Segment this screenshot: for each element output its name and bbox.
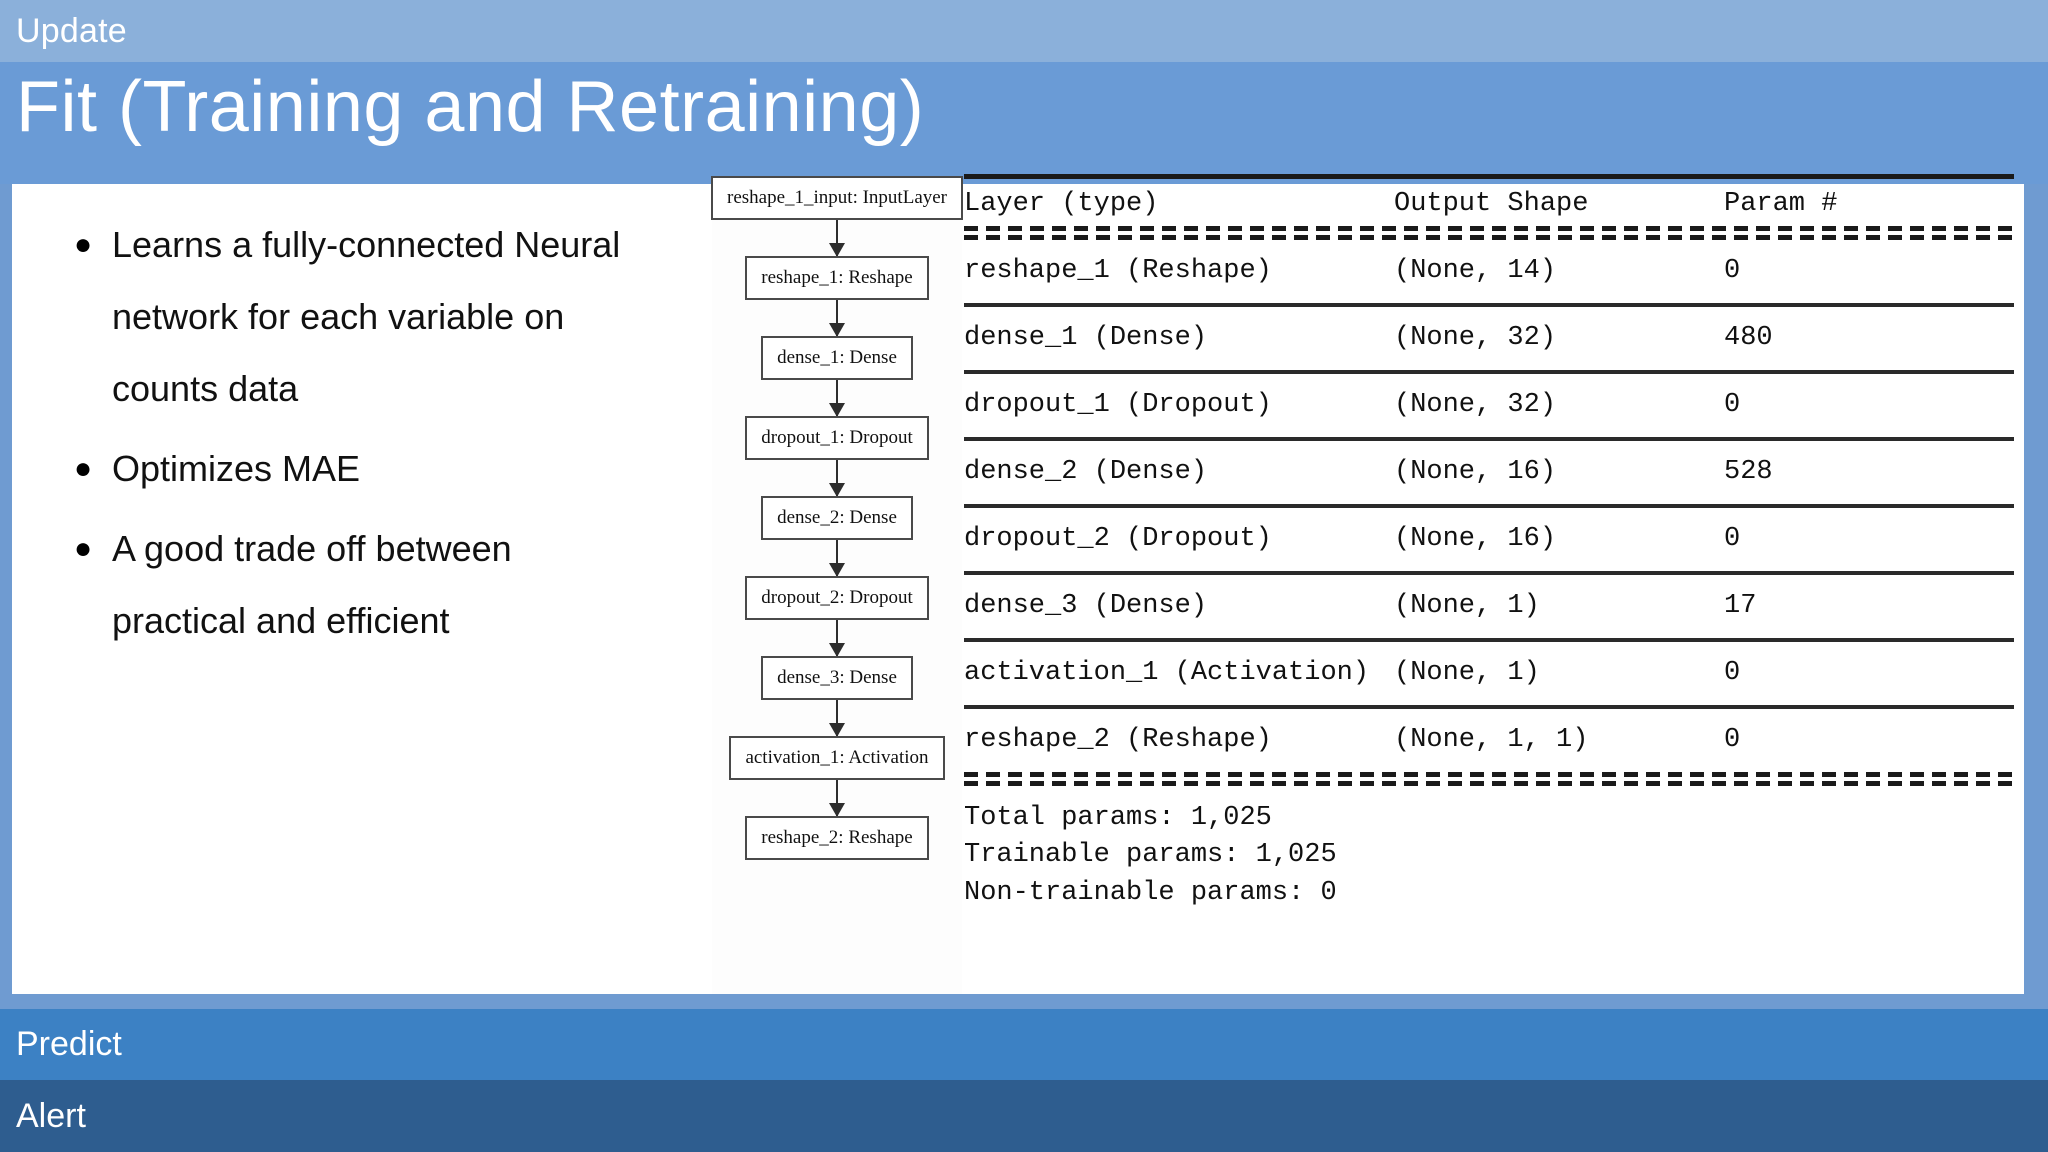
topbar-label: Update [16, 11, 127, 50]
divider [964, 370, 2014, 375]
bullet-dot-icon: ● [74, 452, 93, 485]
table-row: dense_1 (Dense) (None, 32) 480 [964, 307, 2014, 370]
flow-arrow-icon [829, 220, 845, 257]
table-row: reshape_1 (Reshape) (None, 14) 0 [964, 240, 2014, 303]
bottom-bar-predict-label: Predict [16, 1025, 122, 1063]
bullet-list: ● Learns a fully-connected Neural networ… [52, 209, 652, 665]
column-header-param: Param # [1724, 189, 1838, 219]
cell-param: 17 [1724, 591, 1757, 622]
cell-layer: dense_2 (Dense) [964, 457, 1208, 488]
list-item: ● A good trade off between practical and… [52, 513, 652, 657]
cell-layer: dropout_1 (Dropout) [964, 390, 1272, 421]
flow-arrow-icon [829, 700, 845, 737]
table-row: activation_1 (Activation) (None, 1) 0 [964, 642, 2014, 705]
table-row: dense_2 (Dense) (None, 16) 528 [964, 441, 2014, 504]
non-trainable-params: Non-trainable params: 0 [964, 877, 1337, 908]
model-summary: Layer (type) Output Shape Param # reshap… [964, 174, 2014, 912]
bottom-bar-alert[interactable]: Alert [0, 1080, 2048, 1152]
cell-layer: reshape_1 (Reshape) [964, 256, 1272, 287]
cell-param: 0 [1724, 256, 1741, 287]
summary-header-row: Layer (type) Output Shape Param # [964, 179, 2014, 226]
column-header-output: Output Shape [1394, 189, 1589, 219]
cell-param: 0 [1724, 725, 1741, 756]
page-title: Fit (Training and Retraining) [16, 67, 925, 147]
cell-param: 0 [1724, 390, 1741, 421]
divider [964, 437, 2014, 442]
cell-output: (None, 14) [1394, 256, 1557, 287]
divider [964, 571, 2014, 576]
flow-node: dense_3: Dense [761, 656, 913, 700]
cell-output: (None, 1) [1394, 658, 1540, 689]
flow-arrow-icon [829, 540, 845, 577]
bar-gap [0, 994, 2048, 1009]
flow-arrow-icon [829, 300, 845, 337]
cell-output: (None, 1, 1) [1394, 725, 1589, 756]
model-flowchart: reshape_1_input: InputLayer reshape_1: R… [711, 176, 964, 996]
column-header-layer: Layer (type) [964, 189, 1159, 219]
flow-arrow-icon [829, 620, 845, 657]
flow-node: activation_1: Activation [729, 736, 945, 780]
flow-node: reshape_1_input: InputLayer [711, 176, 964, 220]
table-row: dropout_1 (Dropout) (None, 32) 0 [964, 374, 2014, 437]
table-row: dense_3 (Dense) (None, 1) 17 [964, 575, 2014, 638]
bullet-text: Optimizes MAE [112, 448, 361, 489]
flow-arrow-icon [829, 460, 845, 497]
divider-double [964, 226, 2014, 241]
divider-double [964, 772, 2014, 787]
cell-output: (None, 32) [1394, 390, 1557, 421]
cell-layer: dense_3 (Dense) [964, 591, 1208, 622]
bullet-text: A good trade off between practical and e… [112, 528, 512, 641]
bullet-dot-icon: ● [74, 228, 93, 261]
content-card: ● Learns a fully-connected Neural networ… [12, 174, 2024, 996]
cell-output: (None, 16) [1394, 524, 1557, 555]
divider [964, 303, 2014, 308]
cell-layer: activation_1 (Activation) [964, 658, 1370, 689]
flow-node: dropout_2: Dropout [745, 576, 929, 620]
flow-arrow-icon [829, 380, 845, 417]
bottom-bar-alert-label: Alert [16, 1096, 86, 1135]
flow-node: reshape_1: Reshape [745, 256, 929, 300]
cell-param: 0 [1724, 658, 1741, 689]
cell-layer: reshape_2 (Reshape) [964, 725, 1272, 756]
flow-arrow-icon [829, 780, 845, 817]
cell-layer: dropout_2 (Dropout) [964, 524, 1272, 555]
params-totals: Total params: 1,025 Trainable params: 1,… [964, 800, 2014, 911]
divider [964, 174, 2014, 179]
cell-output: (None, 1) [1394, 591, 1540, 622]
trainable-params: Trainable params: 1,025 [964, 840, 1337, 871]
cell-output: (None, 32) [1394, 323, 1557, 354]
divider [964, 504, 2014, 509]
flow-node: dense_1: Dense [761, 336, 913, 380]
table-row: dropout_2 (Dropout) (None, 16) 0 [964, 508, 2014, 571]
bullet-dot-icon: ● [74, 532, 93, 565]
list-item: ● Optimizes MAE [52, 433, 652, 505]
topbar-update[interactable]: Update [0, 0, 2048, 62]
cell-param: 0 [1724, 524, 1741, 555]
total-params: Total params: 1,025 [964, 803, 1272, 834]
flow-node: reshape_2: Reshape [745, 816, 929, 860]
divider [964, 638, 2014, 643]
bottom-bar-predict[interactable]: Predict [0, 1009, 2048, 1080]
flow-node: dense_2: Dense [761, 496, 913, 540]
cell-output: (None, 16) [1394, 457, 1557, 488]
list-item: ● Learns a fully-connected Neural networ… [52, 209, 652, 425]
flow-node: dropout_1: Dropout [745, 416, 929, 460]
bullet-text: Learns a fully-connected Neural network … [112, 224, 621, 409]
title-band: Fit (Training and Retraining) [0, 62, 2048, 184]
table-row: reshape_2 (Reshape) (None, 1, 1) 0 [964, 709, 2014, 772]
cell-param: 480 [1724, 323, 1773, 354]
divider [964, 705, 2014, 710]
cell-layer: dense_1 (Dense) [964, 323, 1208, 354]
cell-param: 528 [1724, 457, 1773, 488]
